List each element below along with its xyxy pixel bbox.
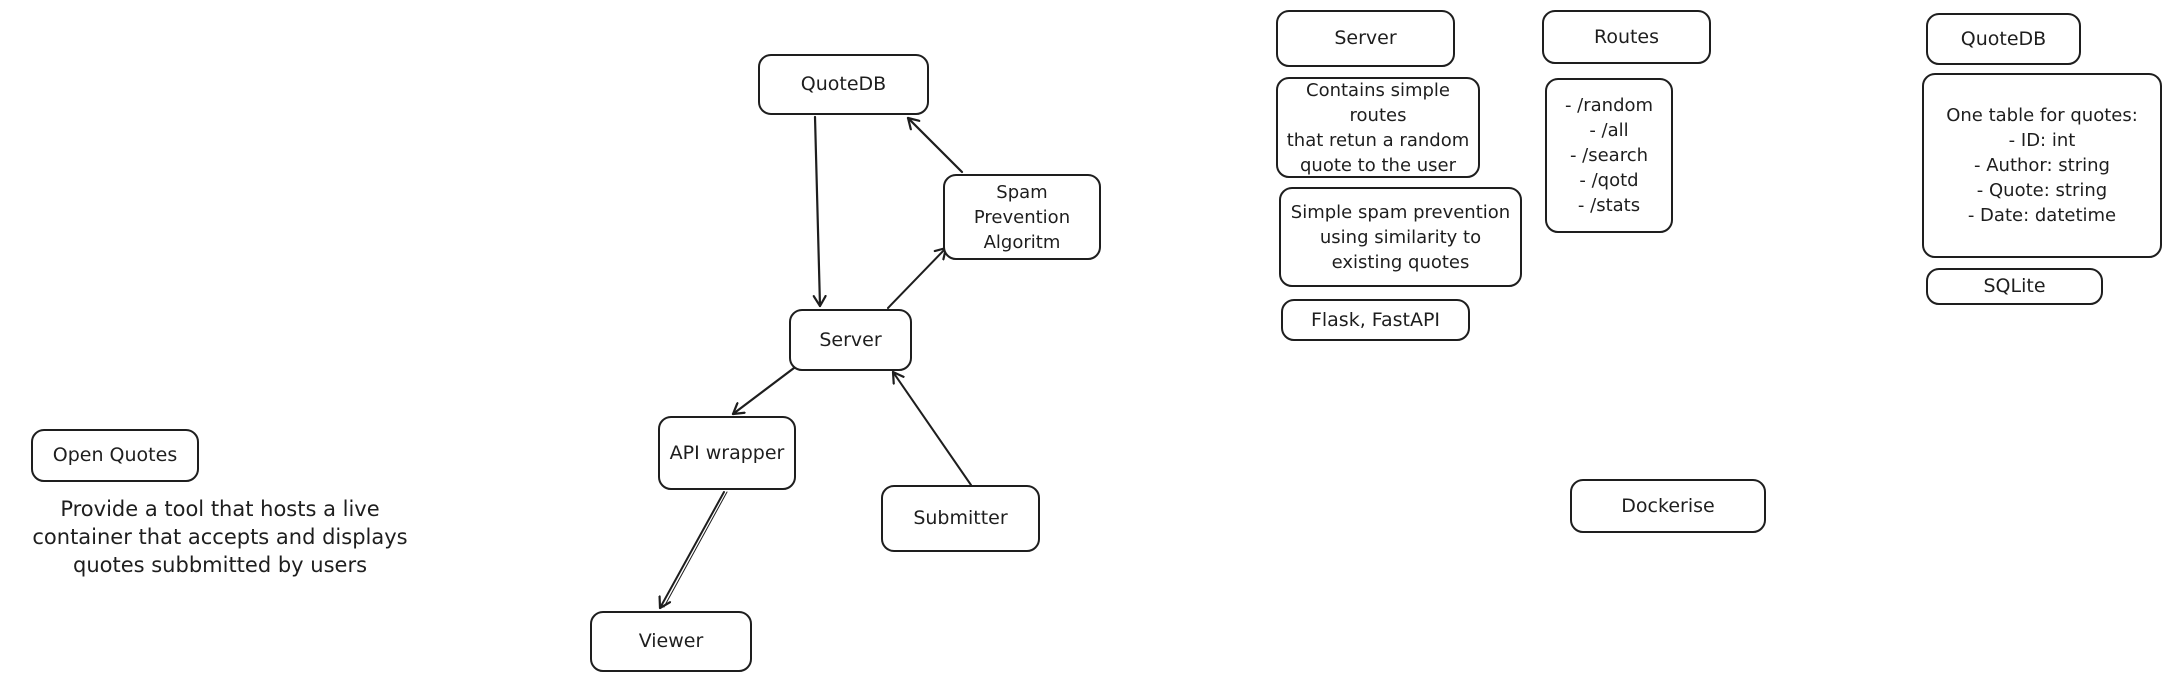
- routes-title: Routes: [1593, 25, 1660, 48]
- spam-prevention-label: Spam Prevention Algoritm: [973, 181, 1071, 253]
- viewer-label: Viewer: [638, 630, 704, 652]
- routes-title-box: Routes: [1542, 10, 1711, 64]
- server-node: Server: [789, 309, 912, 371]
- server-notes-title: Server: [1334, 27, 1397, 49]
- edge-submitter-to-server: [893, 372, 972, 486]
- server-routes-desc: Contains simple routes that retun a rand…: [1286, 79, 1470, 176]
- db-notes-title-box: QuoteDB: [1926, 13, 2081, 65]
- edge-api-wrapper-to-viewer: [660, 491, 725, 608]
- db-schema-box: One table for quotes: - ID: int - Author…: [1922, 73, 2162, 258]
- submitter-label: Submitter: [913, 507, 1008, 529]
- db-engine-box: SQLite: [1926, 268, 2103, 305]
- submitter-node: Submitter: [881, 485, 1040, 552]
- viewer-node: Viewer: [590, 611, 752, 672]
- quotedb-node: QuoteDB: [758, 54, 929, 115]
- server-notes-title-box: Server: [1276, 10, 1455, 67]
- db-notes-title: QuoteDB: [1960, 27, 2047, 50]
- edge-spam-to-quotedb: [906, 118, 964, 174]
- server-spam-desc-box: Simple spam prevention using similarity …: [1279, 187, 1522, 287]
- server-label: Server: [819, 328, 882, 351]
- server-frameworks-box: Flask, FastAPI: [1281, 299, 1470, 341]
- quotedb-label: QuoteDB: [800, 73, 887, 95]
- routes-list: - /random - /all - /search - /qotd - /st…: [1564, 95, 1654, 216]
- edge-server-to-api-wrapper: [731, 366, 796, 416]
- dockerise-box: Dockerise: [1570, 479, 1766, 533]
- api-wrapper-label: API wrapper: [669, 441, 785, 464]
- project-title: Open Quotes: [52, 444, 178, 466]
- api-wrapper-node: API wrapper: [658, 416, 796, 490]
- db-engine: SQLite: [1983, 275, 2046, 297]
- server-routes-desc-box: Contains simple routes that retun a rand…: [1276, 77, 1480, 178]
- db-schema: One table for quotes: - ID: int - Author…: [1946, 105, 2138, 226]
- edge-quotedb-to-server: [815, 115, 820, 308]
- server-spam-desc: Simple spam prevention using similarity …: [1290, 201, 1511, 273]
- routes-list-box: - /random - /all - /search - /qotd - /st…: [1545, 78, 1673, 233]
- dockerise-label: Dockerise: [1621, 494, 1715, 517]
- edge-server-to-spam: [887, 248, 946, 309]
- project-title-box: Open Quotes: [31, 429, 199, 482]
- project-description: Provide a tool that hosts a live contain…: [32, 497, 408, 577]
- spam-prevention-node: Spam Prevention Algoritm: [943, 174, 1101, 260]
- server-frameworks: Flask, FastAPI: [1310, 308, 1441, 331]
